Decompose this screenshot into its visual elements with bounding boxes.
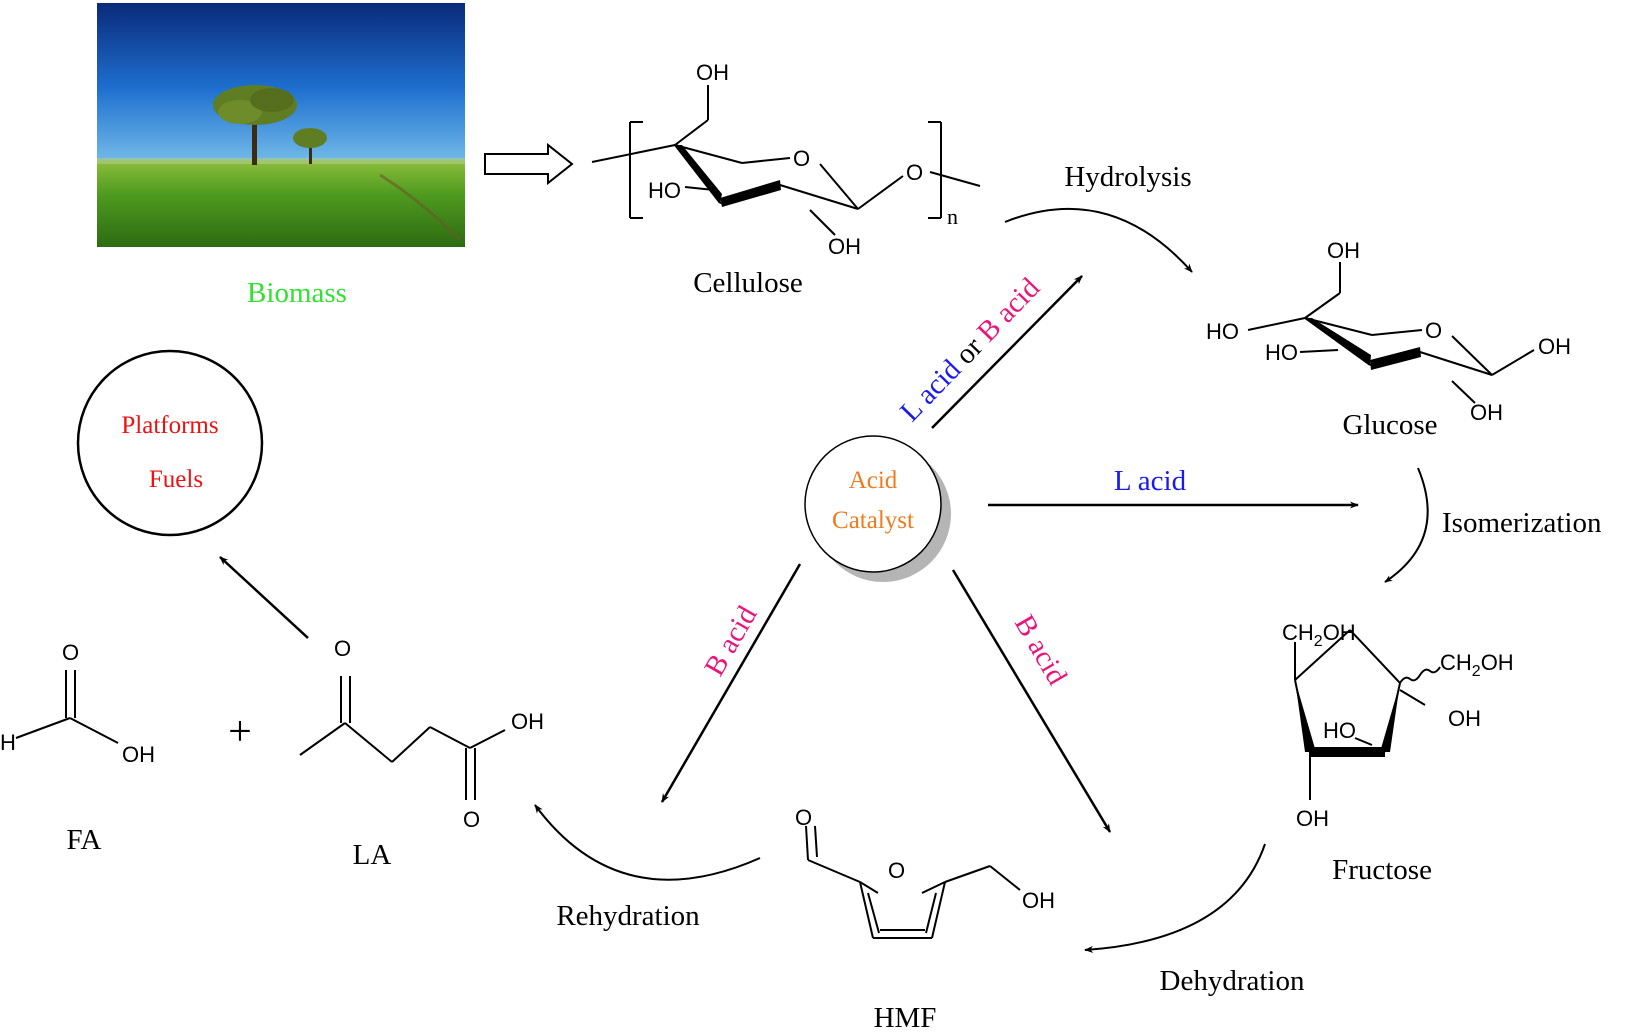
cellulose-label: Cellulose	[693, 267, 803, 299]
fructose-oh-right: OH	[1448, 706, 1481, 731]
fa-label: FA	[67, 824, 102, 856]
catalyst-line1: Acid	[849, 467, 898, 494]
fa-o: O	[62, 640, 79, 665]
fructose-label: Fructose	[1332, 854, 1432, 886]
isomerization-label: Isomerization	[1442, 507, 1602, 539]
cellulose-structure	[591, 85, 981, 236]
fructose-ho: HO	[1323, 718, 1356, 743]
catalyst-line2: Catalyst	[832, 507, 914, 534]
glucose-label: Glucose	[1342, 409, 1437, 441]
rehydration-label: Rehydration	[556, 900, 700, 932]
isomerization-arrow	[1384, 467, 1429, 583]
catalyst-to-dehydration-arrow	[951, 569, 1112, 833]
cellulose-oh-bottom: OH	[828, 234, 861, 259]
hmf-oh: OH	[1022, 888, 1055, 913]
glucose-structure	[1247, 262, 1535, 404]
fructose-wedge-left	[1295, 680, 1316, 752]
hmf-structure	[805, 825, 1021, 939]
fa-structure	[15, 670, 119, 744]
hmf-ring-o: O	[888, 858, 905, 883]
cellulose-glyco-o: O	[906, 160, 923, 185]
fructose-ch2oh-right: CH2OH	[1440, 650, 1514, 680]
plus-sign: +	[228, 709, 252, 755]
glucose-oh-top: OH	[1327, 238, 1360, 263]
fuels-label: Fuels	[149, 466, 203, 493]
fa-oh: OH	[122, 742, 155, 767]
la-structure	[299, 676, 506, 800]
la-to-platforms-arrow	[219, 556, 309, 639]
cellulose-wedge	[675, 145, 722, 203]
la-oh: OH	[511, 709, 544, 734]
acid-catalyst: Acid Catalyst	[804, 435, 951, 582]
l-acid-label: L acid	[1114, 465, 1187, 497]
dehydration-arrow	[1084, 843, 1266, 954]
glucose-oh-bottom: OH	[1470, 400, 1503, 425]
dehydration-label: Dehydration	[1160, 965, 1305, 997]
catalyst-to-rehydration-arrow	[660, 563, 802, 803]
platforms-label: Platforms	[121, 412, 218, 439]
fructose-ch2oh-top: CH2OH	[1282, 620, 1356, 650]
tree-icon	[213, 85, 327, 165]
cellulose-oh-top: OH	[696, 60, 729, 85]
fructose-structure	[1294, 629, 1441, 800]
cellulose-ring-o: O	[793, 146, 810, 171]
products-circle	[76, 349, 264, 537]
biomass-label: Biomass	[247, 277, 347, 309]
hollow-arrow-icon	[484, 142, 574, 186]
fructose-wedge-right	[1380, 683, 1400, 752]
glucose-bold-bond	[1370, 347, 1421, 370]
glucose-ring-o: O	[1425, 318, 1442, 343]
hydrolysis-arrow	[1004, 207, 1193, 273]
glucose-oh-right: OH	[1538, 334, 1571, 359]
l-or-b-acid-label: L acid or B acid	[894, 272, 1046, 428]
cellulose-ho: HO	[648, 178, 681, 203]
fa-h: H	[0, 730, 16, 755]
la-keto-o: O	[334, 636, 351, 661]
cellulose-subscript-n: n	[947, 204, 958, 229]
hydrolysis-label: Hydrolysis	[1064, 161, 1191, 193]
rehydration-arrow	[534, 804, 761, 881]
glucose-ho-mid: HO	[1265, 340, 1298, 365]
hmf-aldehyde-o: O	[795, 805, 812, 830]
b-acid-left-label: B acid	[698, 600, 763, 681]
cellulose-bold-bond	[720, 180, 781, 207]
glucose-ho-left: HO	[1206, 319, 1239, 344]
catalyst-to-hydrolysis-arrow	[931, 275, 1083, 429]
la-label: LA	[353, 839, 392, 871]
fructose-bold-bond	[1310, 747, 1385, 757]
hmf-label: HMF	[874, 1002, 937, 1030]
la-acid-o: O	[463, 807, 480, 832]
fructose-oh-bottom: OH	[1296, 806, 1329, 831]
glucose-wedge	[1305, 318, 1371, 365]
biomass-image	[97, 3, 465, 247]
